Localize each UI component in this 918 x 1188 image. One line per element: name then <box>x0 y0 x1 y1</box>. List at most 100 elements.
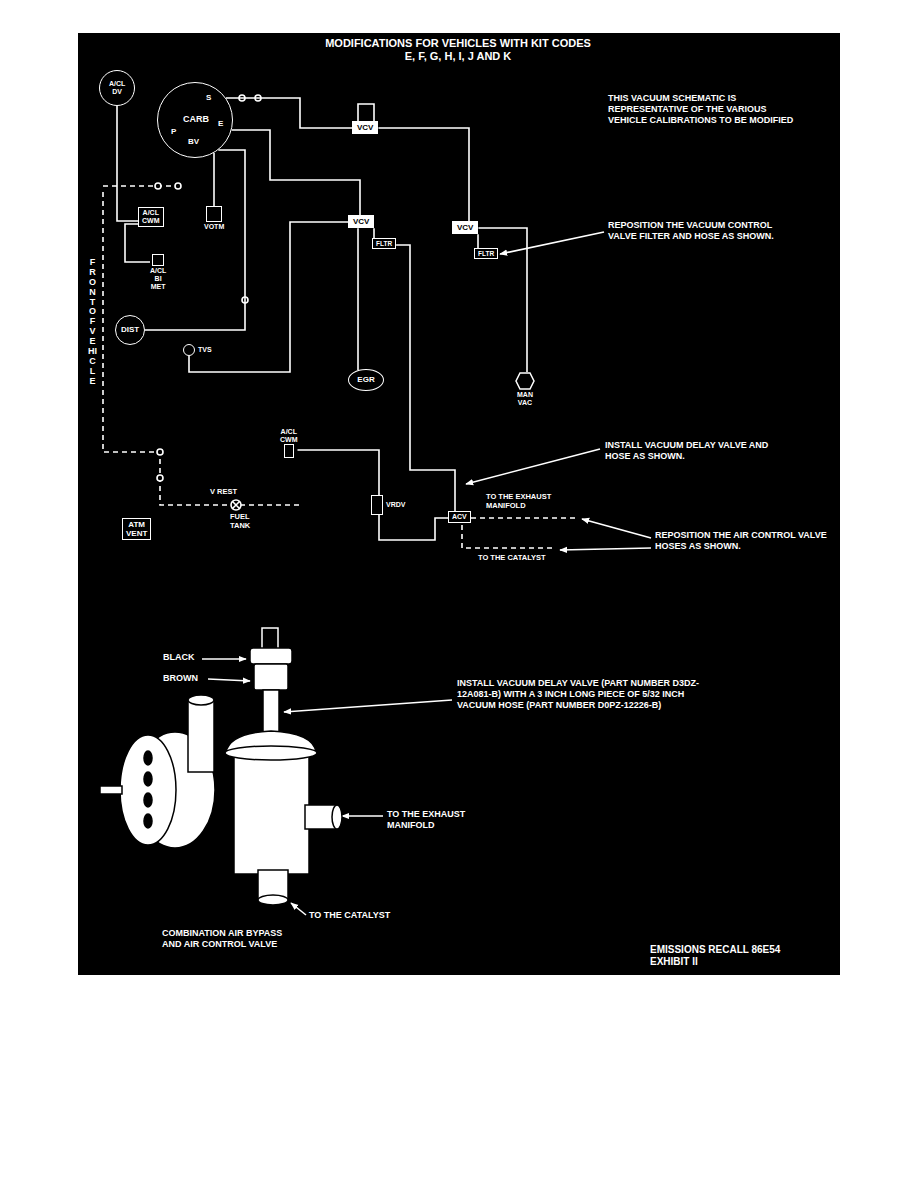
hose-port <box>175 183 181 189</box>
vacuum-hose <box>117 106 138 221</box>
valve-body <box>234 756 309 874</box>
canister-face <box>120 735 176 845</box>
exhaust-outlet <box>332 805 342 829</box>
cwm-box: A/CL CWM <box>138 207 164 227</box>
canister-hole <box>144 814 152 828</box>
vacuum-hose <box>232 130 360 215</box>
inlet-pipe <box>188 700 214 772</box>
leader-line <box>342 815 383 817</box>
component-label: FLTR <box>478 250 494 257</box>
valve-symbol <box>206 206 222 222</box>
component-label: ACV <box>452 513 467 521</box>
vacuum-hose <box>145 150 245 330</box>
component-label: VCV <box>457 223 473 232</box>
leader-line <box>582 519 651 538</box>
carburetor-circle: CARB S E P BV <box>157 82 233 158</box>
atm-vent-box: ATM VENT <box>122 518 151 540</box>
delay-valve-black <box>250 648 292 664</box>
diaphragm-rim <box>225 746 317 760</box>
port-label: TO THE CATALYST <box>309 910 390 921</box>
vacuum-hose <box>125 224 150 262</box>
valve-symbol <box>152 254 164 266</box>
hose-port <box>157 449 163 455</box>
restrictor-symbol <box>232 501 240 509</box>
vacuum-hose <box>263 690 279 736</box>
component-label: VCV <box>353 217 369 226</box>
vcv-box: VCV <box>452 221 478 234</box>
distributor-circle: DIST <box>115 315 145 345</box>
hex-fitting <box>515 372 535 390</box>
vacuum-hose <box>378 128 469 221</box>
leader-line <box>291 903 306 915</box>
component-label: P <box>171 127 176 136</box>
acv-box: ACV <box>448 511 471 523</box>
component-label: VOTM <box>204 223 224 231</box>
component-label: TVS <box>198 346 212 354</box>
vacuum-hose <box>298 450 380 495</box>
tvs-node: TVS <box>183 344 212 356</box>
inlet-pipe <box>188 695 214 705</box>
canister-hole <box>144 751 152 765</box>
leader-line <box>208 679 250 681</box>
restrictor-symbol <box>231 500 241 510</box>
dashed-line <box>103 185 178 187</box>
component-label: VCV <box>357 123 373 132</box>
vacuum-hose <box>477 234 479 248</box>
hex-fitting <box>516 373 534 389</box>
manifold-vacuum-hex: MAN VAC <box>515 372 535 407</box>
component-label: MAN VAC <box>517 391 533 407</box>
filter-box: FLTR <box>474 248 498 259</box>
part-color-label: BROWN <box>163 673 198 684</box>
delay-valve-brown <box>254 664 288 690</box>
leader-line <box>466 449 600 484</box>
orientation-label: FRONT OF VEHICLE <box>88 258 97 387</box>
component-label: VRDV <box>386 501 405 509</box>
dv-circle: A/CL DV <box>99 70 135 106</box>
diagram-title: MODIFICATIONS FOR VEHICLES WITH KIT CODE… <box>321 37 595 63</box>
vacuum-hose <box>189 222 348 372</box>
component-label: EGR <box>357 375 374 384</box>
vrdv-box: VRDV <box>371 495 405 515</box>
exhibit-id: EMISSIONS RECALL 86E54 EXHIBIT II <box>650 944 810 968</box>
component-label: A/CL DV <box>109 80 125 96</box>
valve-shaft <box>100 786 122 794</box>
air-control-valve-illustration <box>100 628 342 905</box>
canister-hole <box>144 793 152 807</box>
dashed-line <box>103 192 300 505</box>
valve-symbol <box>284 444 294 458</box>
schematic-lines <box>103 95 651 915</box>
callout-text: REPOSITION THE VACUUM CONTROL VALVE FILT… <box>608 220 788 242</box>
part-color-label: BLACK <box>163 652 195 663</box>
vacuum-hose <box>396 245 455 511</box>
votm-box: VOTM <box>204 206 224 231</box>
hose-port <box>155 183 161 189</box>
leader-line <box>500 232 604 254</box>
part-name: COMBINATION AIR BYPASS AND AIR CONTROL V… <box>162 928 297 950</box>
callout-text: REPOSITION THE AIR CONTROL VALVE HOSES A… <box>655 530 827 552</box>
egr-oval: EGR <box>348 369 384 391</box>
exhibit-ground <box>78 33 840 975</box>
catalyst-outlet <box>258 895 288 905</box>
component-label: S <box>206 93 211 102</box>
vacuum-hose <box>213 153 215 206</box>
component-label: E <box>218 119 223 128</box>
cwm-box: A/CL CWM <box>280 428 298 458</box>
vcv-box: VCV <box>348 215 374 228</box>
component-label: CARB <box>183 114 209 124</box>
note-text: THIS VACUUM SCHEMATIC IS REPRESENTATIVE … <box>608 93 808 125</box>
callout-text: INSTALL VACUUM DELAY VALVE AND HOSE AS S… <box>605 440 795 462</box>
vacuum-hose <box>373 228 375 238</box>
valve-symbol <box>371 495 383 515</box>
hose-port <box>157 475 163 481</box>
component-label: A/CL CWM <box>142 209 160 225</box>
component-label: BV <box>188 137 199 146</box>
callout-text: INSTALL VACUUM DELAY VALVE (PART NUMBER … <box>457 678 702 710</box>
vacuum-hose <box>379 515 448 540</box>
hose-stub <box>262 628 278 650</box>
hose-destination: TO THE CATALYST <box>478 553 546 562</box>
vcv-box: VCV <box>352 121 378 134</box>
leader-line <box>202 658 246 660</box>
